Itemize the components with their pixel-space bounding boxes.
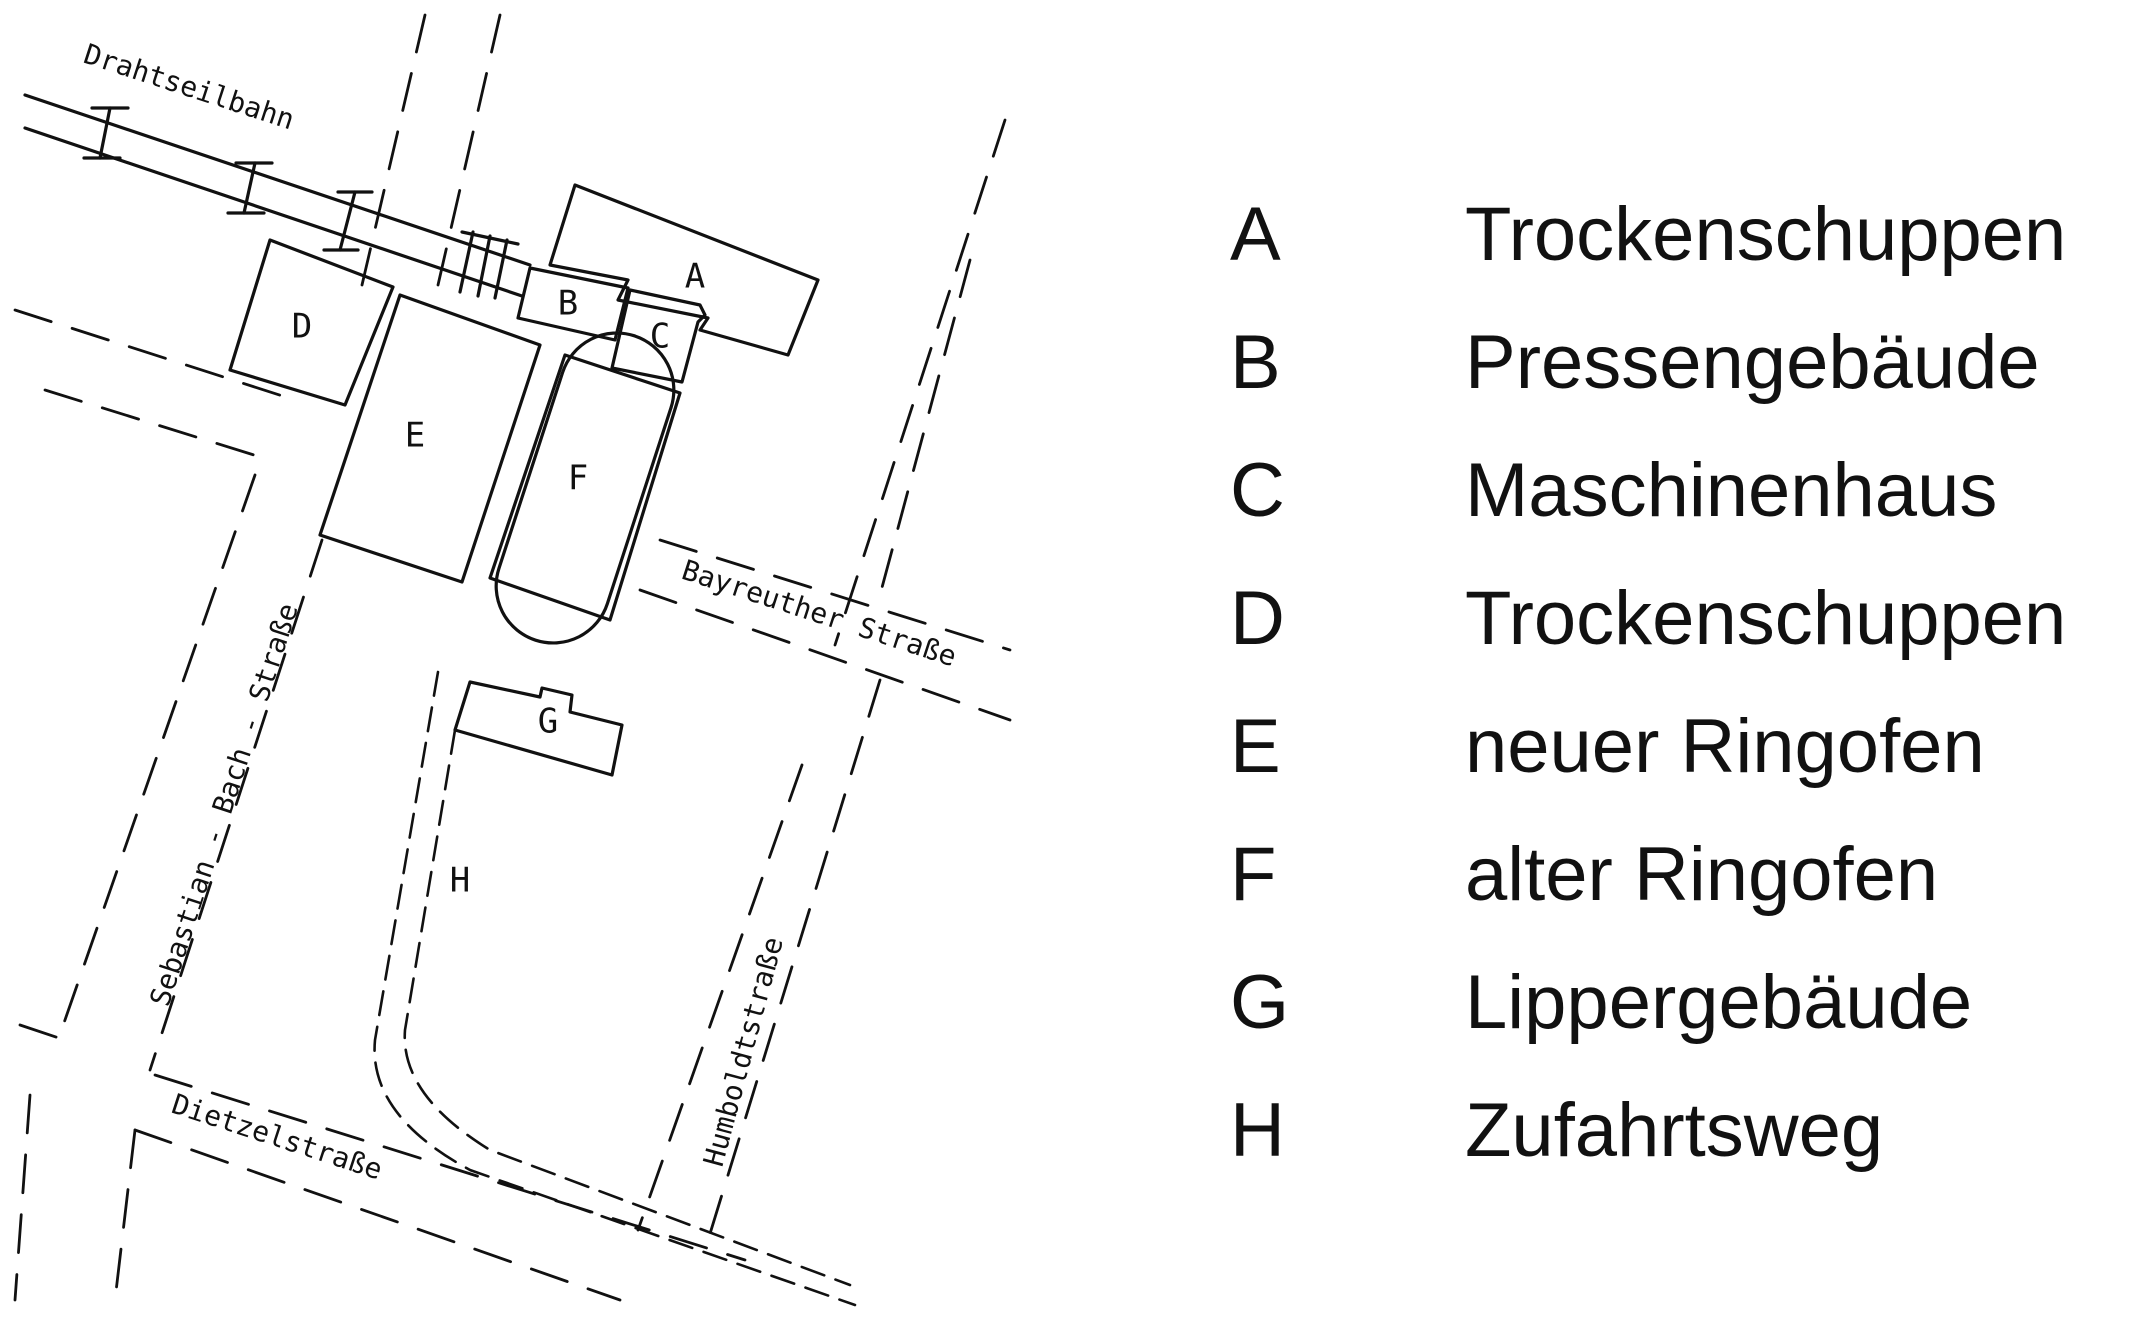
legend-label: Maschinenhaus <box>1465 447 1998 533</box>
legend-label: neuer Ringofen <box>1465 703 1985 789</box>
building-g-label: G <box>538 702 558 742</box>
legend-label: Zufahrtsweg <box>1465 1087 1884 1173</box>
cableway <box>23 93 532 300</box>
legend-label: Lippergebäude <box>1465 959 1973 1045</box>
legend-item: H Zufahrtsweg <box>1230 1066 2130 1194</box>
legend-key: D <box>1230 575 1285 661</box>
legend-label: Trockenschuppen <box>1465 191 2067 277</box>
building-a: A <box>548 183 820 357</box>
building-d: D <box>228 238 395 407</box>
legend-item: E neuer Ringofen <box>1230 682 2130 810</box>
legend-key: H <box>1230 1087 1285 1173</box>
access-road-h-label: H <box>450 861 470 901</box>
legend-item: G Lippergebäude <box>1230 938 2130 1066</box>
building-d-label: D <box>292 307 312 347</box>
street-label-humboldt: Humboldtstraße <box>697 933 790 1170</box>
road-lines <box>13 13 1012 1302</box>
building-b-label: B <box>558 284 578 324</box>
building-b: B <box>516 266 630 342</box>
building-a-label: A <box>685 257 705 297</box>
legend-key: E <box>1230 703 1281 789</box>
building-c: C <box>610 288 707 384</box>
legend-item: F alter Ringofen <box>1230 810 2130 938</box>
street-label-bayreuther: Bayreuther Straße <box>678 553 961 673</box>
building-g: G <box>453 680 624 777</box>
legend-key: C <box>1230 447 1285 533</box>
legend-label: alter Ringofen <box>1465 831 1939 917</box>
legend-key: B <box>1230 319 1281 405</box>
access-road-h <box>373 670 857 1307</box>
legend-label: Pressengebäude <box>1465 319 2040 405</box>
legend-item: A Trockenschuppen <box>1230 170 2130 298</box>
legend-item: C Maschinenhaus <box>1230 426 2130 554</box>
legend-label: Trockenschuppen <box>1465 575 2067 661</box>
legend-item: D Trockenschuppen <box>1230 554 2130 682</box>
site-plan-map: Drahtseilbahn A B C D <box>13 13 1012 1307</box>
legend-key: F <box>1230 831 1277 917</box>
legend-key: A <box>1230 191 1281 277</box>
street-label-drahtseilbahn: Drahtseilbahn <box>80 37 299 136</box>
legend-key: G <box>1230 959 1290 1045</box>
building-f-label: F <box>568 459 588 499</box>
legend: A Trockenschuppen B Pressengebäude C Mas… <box>1230 170 2130 1194</box>
street-label-sebastian-bach: Sebastian - Bach - Straße <box>143 599 305 1010</box>
building-e-label: E <box>405 416 425 456</box>
building-f: F <box>488 331 682 645</box>
legend-item: B Pressengebäude <box>1230 298 2130 426</box>
building-e: E <box>318 293 542 584</box>
